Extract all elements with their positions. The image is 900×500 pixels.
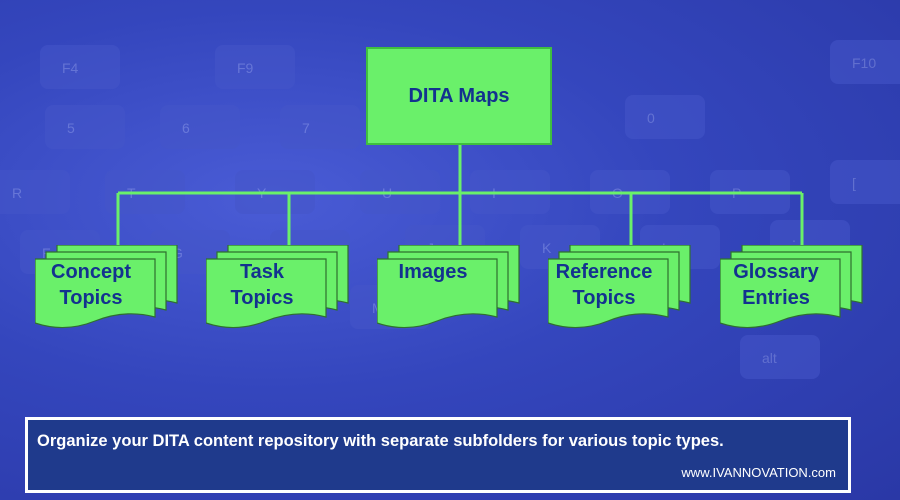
keyboard-key [740, 335, 820, 379]
document-stack-icon [720, 245, 863, 329]
keyboard-keys: F4F9F105670RTYUIOP[FGHJKL;Malt [0, 40, 900, 379]
caption-text: Organize your DITA content repository wi… [37, 432, 724, 450]
keyboard-key-label: R [12, 185, 22, 201]
leaf-label-reference-topics: Reference Topics [555, 261, 653, 309]
caption-box: Organize your DITA content repository wi… [25, 417, 851, 493]
leaf-label-images: Images [398, 261, 468, 283]
leaf-node-glossary-entries: Glossary Entries [720, 245, 864, 330]
keyboard-key [160, 105, 240, 149]
document-stack-icon [377, 245, 520, 329]
keyboard-key [625, 95, 705, 139]
keyboard-key-label: 7 [302, 120, 310, 136]
keyboard-key [45, 105, 125, 149]
keyboard-key-label: K [542, 240, 552, 256]
keyboard-key [215, 45, 295, 89]
keyboard-key-label: alt [762, 350, 777, 366]
keyboard-key-label: [ [852, 175, 856, 191]
keyboard-key [830, 160, 900, 204]
leaf-label-glossary-entries: Glossary Entries [733, 261, 819, 309]
keyboard-key-label: F10 [852, 55, 876, 71]
document-stack-icon [206, 245, 349, 329]
leaf-node-task-topics: Task Topics [206, 245, 350, 330]
keyboard-key-label: 0 [647, 110, 655, 126]
document-stack-icon [35, 245, 178, 329]
document-stack-icon [548, 245, 691, 329]
leaf-label-concept-topics: Concept Topics [51, 261, 131, 309]
leaf-node-reference-topics: Reference Topics [548, 245, 692, 330]
keyboard-key-label: 5 [67, 120, 75, 136]
keyboard-key-label: F4 [62, 60, 79, 76]
keyboard-key [830, 40, 900, 84]
keyboard-key [0, 170, 70, 214]
keyboard-key [280, 105, 360, 149]
caption-url: www.IVANNOVATION.com [681, 465, 836, 480]
leaf-node-images: Images [377, 245, 521, 330]
keyboard-key-label: 6 [182, 120, 190, 136]
keyboard-key [40, 45, 120, 89]
keyboard-key-label: ; [792, 235, 796, 251]
root-node-dita-maps: DITA Maps [366, 47, 552, 145]
root-node-label: DITA Maps [408, 84, 510, 107]
keyboard-key-label: F9 [237, 60, 254, 76]
leaf-label-task-topics: Task Topics [230, 261, 294, 309]
leaf-node-concept-topics: Concept Topics [35, 245, 179, 330]
